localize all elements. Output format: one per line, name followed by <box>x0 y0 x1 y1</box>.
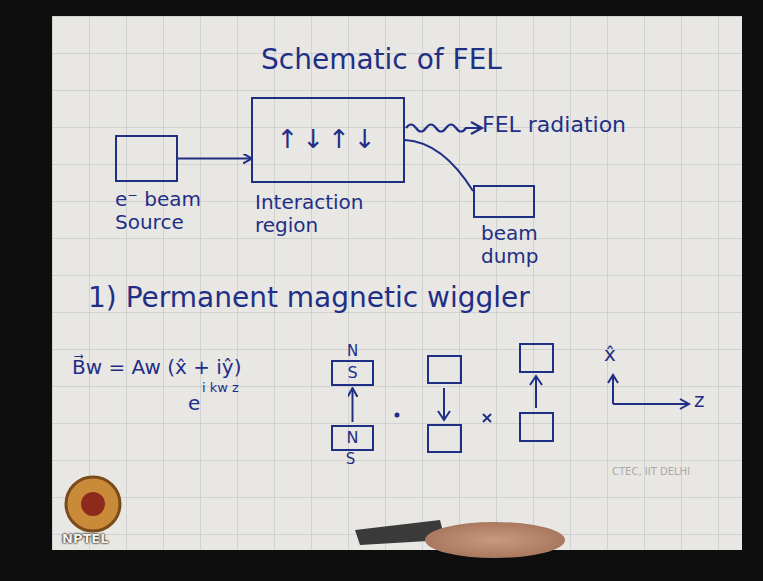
node-box: e⁻ beam Source <box>115 135 178 182</box>
logo-ring <box>66 477 120 531</box>
box-label: N <box>333 343 372 360</box>
axis-x <box>608 375 618 404</box>
annotation-label: e <box>188 392 200 415</box>
radiation-arrowhead <box>471 122 482 134</box>
node-box: ↑↓↑↓Interaction region <box>251 97 405 183</box>
box-label: beam dump <box>481 222 553 268</box>
logo-center <box>81 492 105 516</box>
magnetization-arrow <box>438 388 450 420</box>
watermark: CTEC, IIT DELHI <box>612 466 690 478</box>
annotation-label: B⃗w = Aw (x̂ + iŷ) <box>72 356 241 379</box>
annotation-label: i kw z <box>202 381 239 396</box>
magnetization-arrow <box>530 376 542 408</box>
box-label: Interaction region <box>255 191 415 237</box>
annotation-label: FEL radiation <box>482 112 626 137</box>
node-box: beam dump <box>473 185 535 218</box>
logo-text: NPTEL <box>62 532 108 547</box>
annotation-label: x̂ <box>604 343 616 366</box>
connector <box>405 140 473 191</box>
box-label: S <box>333 451 368 468</box>
connector <box>178 158 251 160</box>
cross-symbol <box>483 414 491 422</box>
annotation-label: 1) Permanent magnetic wiggler <box>88 282 530 314</box>
diagram-title: Schematic of FEL <box>0 44 763 76</box>
hand <box>425 522 565 558</box>
node-box: NS <box>331 425 374 451</box>
magnet-block <box>428 425 461 452</box>
node-box: NS <box>331 360 374 386</box>
box-text: ↑↓↑↓ <box>253 125 403 155</box>
magnet-block <box>520 413 553 441</box>
radiation-wave <box>406 125 480 132</box>
dot-symbol <box>395 413 400 418</box>
axis-z <box>613 399 689 409</box>
box-label: e⁻ beam Source <box>115 188 227 234</box>
magnet-block <box>428 356 461 383</box>
annotation-label: z <box>694 389 705 412</box>
box-text: N <box>333 429 372 447</box>
box-text: S <box>333 364 372 382</box>
magnet-block <box>520 344 553 372</box>
connector <box>352 389 354 422</box>
